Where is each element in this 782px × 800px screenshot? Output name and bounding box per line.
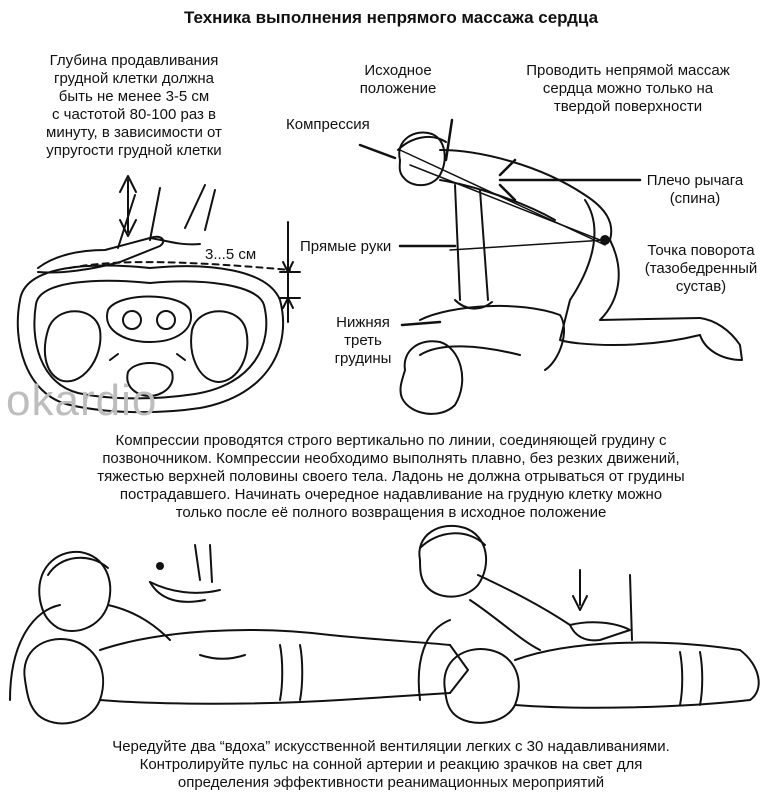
pulse-point-dot [156, 562, 164, 570]
lever-arm-line: (спина) [669, 190, 721, 207]
straight-arms-label: Прямые руки [300, 238, 392, 255]
lever-arm-label: Плечо рычага (спина) [640, 172, 750, 208]
depth-measure-label: 3...5 см [205, 246, 257, 263]
depth-label-line: Глубина продавливания [49, 52, 219, 69]
instruction-line: тяжестью верхней половины своего тела. Л… [97, 468, 685, 485]
pivot-point-line: сустав) [675, 278, 727, 295]
pivot-point-dot [600, 235, 610, 245]
lower-third-line: Нижняя [336, 314, 390, 331]
instruction-line: определения эффективности реанимационных… [177, 774, 605, 791]
depth-label: Глубина продавливания грудной клетки дол… [18, 52, 250, 160]
lower-third-line: треть [344, 332, 382, 349]
hard-surface-line: твердой поверхности [553, 98, 703, 115]
watermark-text: okardio [6, 376, 158, 425]
compression-instructions: Компрессии проводятся строго вертикально… [0, 432, 782, 522]
instruction-line: Компрессии проводятся строго вертикально… [115, 432, 667, 449]
depth-label-line: упругости грудной клетки [46, 142, 222, 159]
initial-position-line: положение [359, 80, 437, 97]
hard-surface-label: Проводить непрямой массаж сердца можно т… [498, 62, 758, 116]
pivot-point-line: Точка поворота [647, 242, 755, 259]
rescuer-kneeling-illustration [358, 118, 743, 415]
page-title: Техника выполнения непрямого массажа сер… [183, 8, 599, 27]
lever-arm-line: Плечо рычага [646, 172, 744, 189]
depth-label-line: минуту, в зависимости от [46, 124, 222, 141]
pivot-point-line: (тазобедренный [644, 260, 758, 277]
lower-third-line: грудины [334, 350, 392, 367]
initial-position-line: Исходное [364, 62, 432, 79]
instruction-line: Контролируйте пульс на сонной артерии и … [139, 756, 643, 773]
instruction-line: только после её полного возвращения в ис… [175, 504, 607, 521]
initial-position-label: Исходное положение [348, 62, 448, 98]
pivot-point-label: Точка поворота (тазобедренный сустав) [626, 242, 776, 296]
instruction-line: пострадавшего. Начинать очередное надавл… [119, 486, 663, 503]
instruction-line: позвоночником. Компрессии необходимо вып… [102, 450, 680, 467]
chest-cross-section-illustration [16, 175, 301, 414]
depth-label-line: грудной клетки должна [53, 70, 215, 87]
hard-surface-line: Проводить непрямой массаж [526, 62, 730, 79]
lower-third-label: Нижняя треть грудины [324, 314, 402, 368]
chest-compression-illustration [417, 524, 760, 724]
compression-label: Компрессия [286, 116, 370, 133]
rescue-breathing-illustration [9, 544, 469, 725]
hard-surface-line: сердца можно только на [542, 80, 714, 97]
ventilation-instructions: Чередуйте два “вдоха” искусственной вент… [0, 738, 782, 792]
instruction-line: Чередуйте два “вдоха” искусственной вент… [112, 738, 670, 755]
depth-label-line: с частотой 80-100 раз в [51, 106, 217, 123]
depth-label-line: быть не менее 3-5 см [58, 88, 210, 105]
